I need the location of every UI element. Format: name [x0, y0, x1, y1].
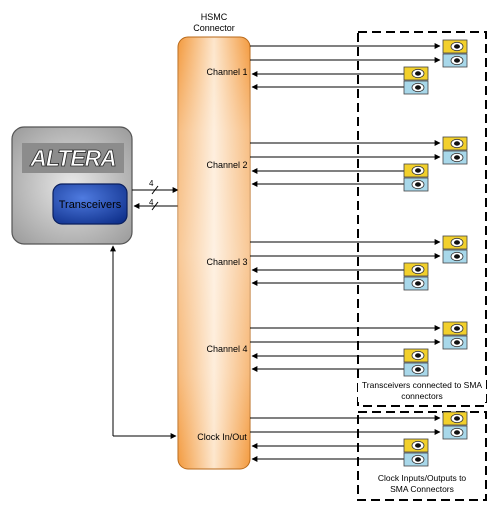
transceivers-block: [52, 183, 128, 225]
channel-label-clock: Clock In/Out: [197, 432, 247, 442]
sma-connector-pair: [442, 136, 468, 165]
sma-connector-pair: [403, 348, 429, 377]
channel-label-1: Channel 1: [206, 67, 247, 77]
sma-connector-pair: [442, 235, 468, 264]
bus-width-rx: 4: [149, 198, 154, 207]
clock-sma-group: [357, 411, 487, 501]
hsmc-connector: [177, 36, 251, 470]
channel-label-4: Channel 4: [206, 344, 247, 354]
altera-logo: ALTERA: [29, 145, 116, 171]
sma-connector-pair: [403, 262, 429, 291]
sma-connector-pair: [442, 321, 468, 350]
connector-title-line1: HSMC: [201, 12, 228, 22]
sma-connector-pair: [403, 438, 429, 467]
sma-connector-pair: [403, 66, 429, 95]
clock-group-caption-line2: SMA Connectors: [390, 484, 454, 494]
channel-label-2: Channel 2: [206, 160, 247, 170]
clock-group-caption-line1: Clock Inputs/Outputs to: [378, 473, 467, 483]
transceivers-label: Transceivers: [59, 199, 122, 211]
transceiver-group-caption-line2: connectors: [401, 391, 443, 401]
connector-title-line2: Connector: [193, 23, 235, 33]
transceiver-sma-group: [357, 31, 487, 407]
transceiver-group-caption-line1: Transceivers connected to SMA: [362, 380, 482, 390]
channel-signal-lines: [250, 43, 441, 462]
sma-connectors: [403, 39, 468, 467]
sma-connector-pair: [442, 39, 468, 68]
bus-width-tx: 4: [149, 179, 154, 188]
channel-label-3: Channel 3: [206, 257, 247, 267]
sma-connector-pair: [403, 163, 429, 192]
fpga-links: [110, 185, 179, 439]
sma-connector-pair: [442, 411, 468, 440]
fpga-device: ALTERA Transceivers: [11, 126, 133, 245]
